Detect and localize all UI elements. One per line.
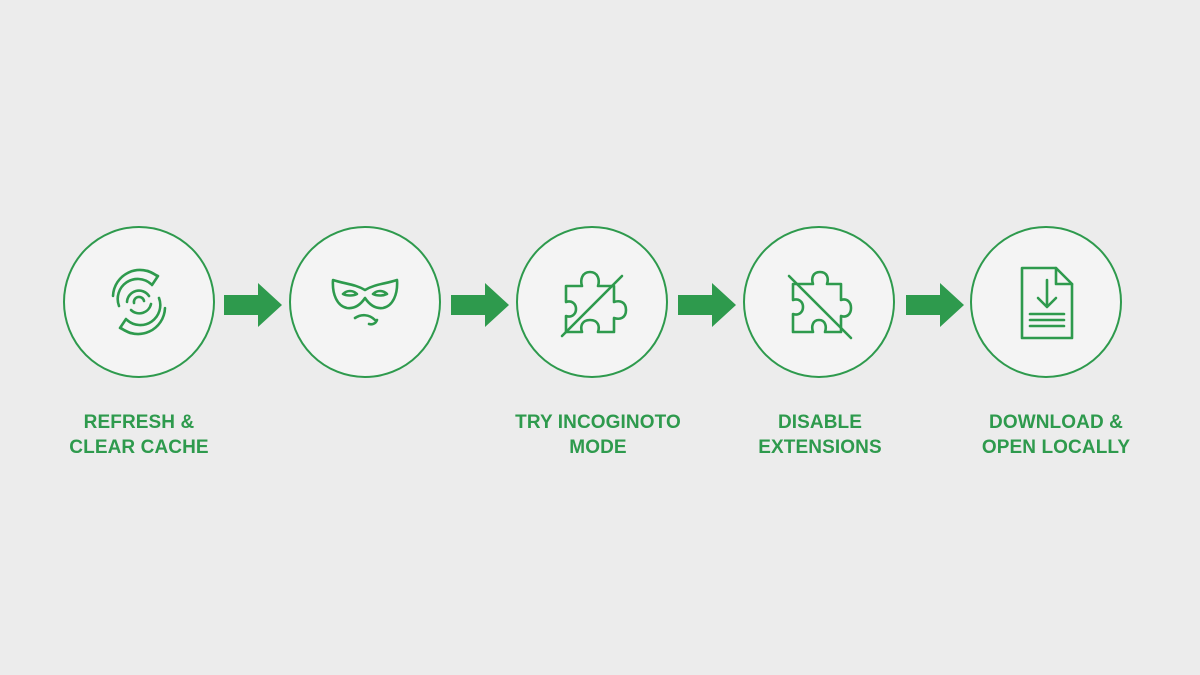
step-5-label-line-2: OPEN LOCALLY [981,437,1131,458]
download-document-icon [1020,266,1074,340]
connector-arrow-1 [224,283,282,327]
step-1-label-line-1: REFRESH & [83,412,195,433]
step-1-label-line-2: CLEAR CACHE [69,437,209,458]
right-arrow-icon [224,283,282,327]
right-arrow-icon [678,283,736,327]
step-5-label-line-1: DOWNLOAD & [989,412,1123,433]
puzzle-piece-disabled-icon [787,270,853,340]
incognito-mask-icon [331,278,399,326]
step-5-label: DOWNLOAD & OPEN LOCALLY [956,410,1156,460]
step-5-circle [970,226,1122,378]
step-1-circle [63,226,215,378]
step-1-label: REFRESH & CLEAR CACHE [39,410,239,460]
right-arrow-icon [451,283,509,327]
refresh-swirl-icon [111,268,167,336]
right-arrow-icon [906,283,964,327]
step-3-label-line-2: MODE [569,437,627,458]
step-2-circle [289,226,441,378]
step-4-label-line-1: DISABLE [777,412,863,433]
connector-arrow-2 [451,283,509,327]
step-4-circle [743,226,895,378]
connector-arrow-3 [678,283,736,327]
step-3-label-line-1: TRY INCOGINOTO [515,412,681,433]
step-4-label-line-2: EXTENSIONS [758,437,882,458]
puzzle-piece-slashed-icon [560,270,628,338]
step-4-label: DISABLE EXTENSIONS [720,410,920,460]
step-3-label: TRY INCOGINOTO MODE [498,410,698,460]
connector-arrow-4 [906,283,964,327]
step-3-circle [516,226,668,378]
